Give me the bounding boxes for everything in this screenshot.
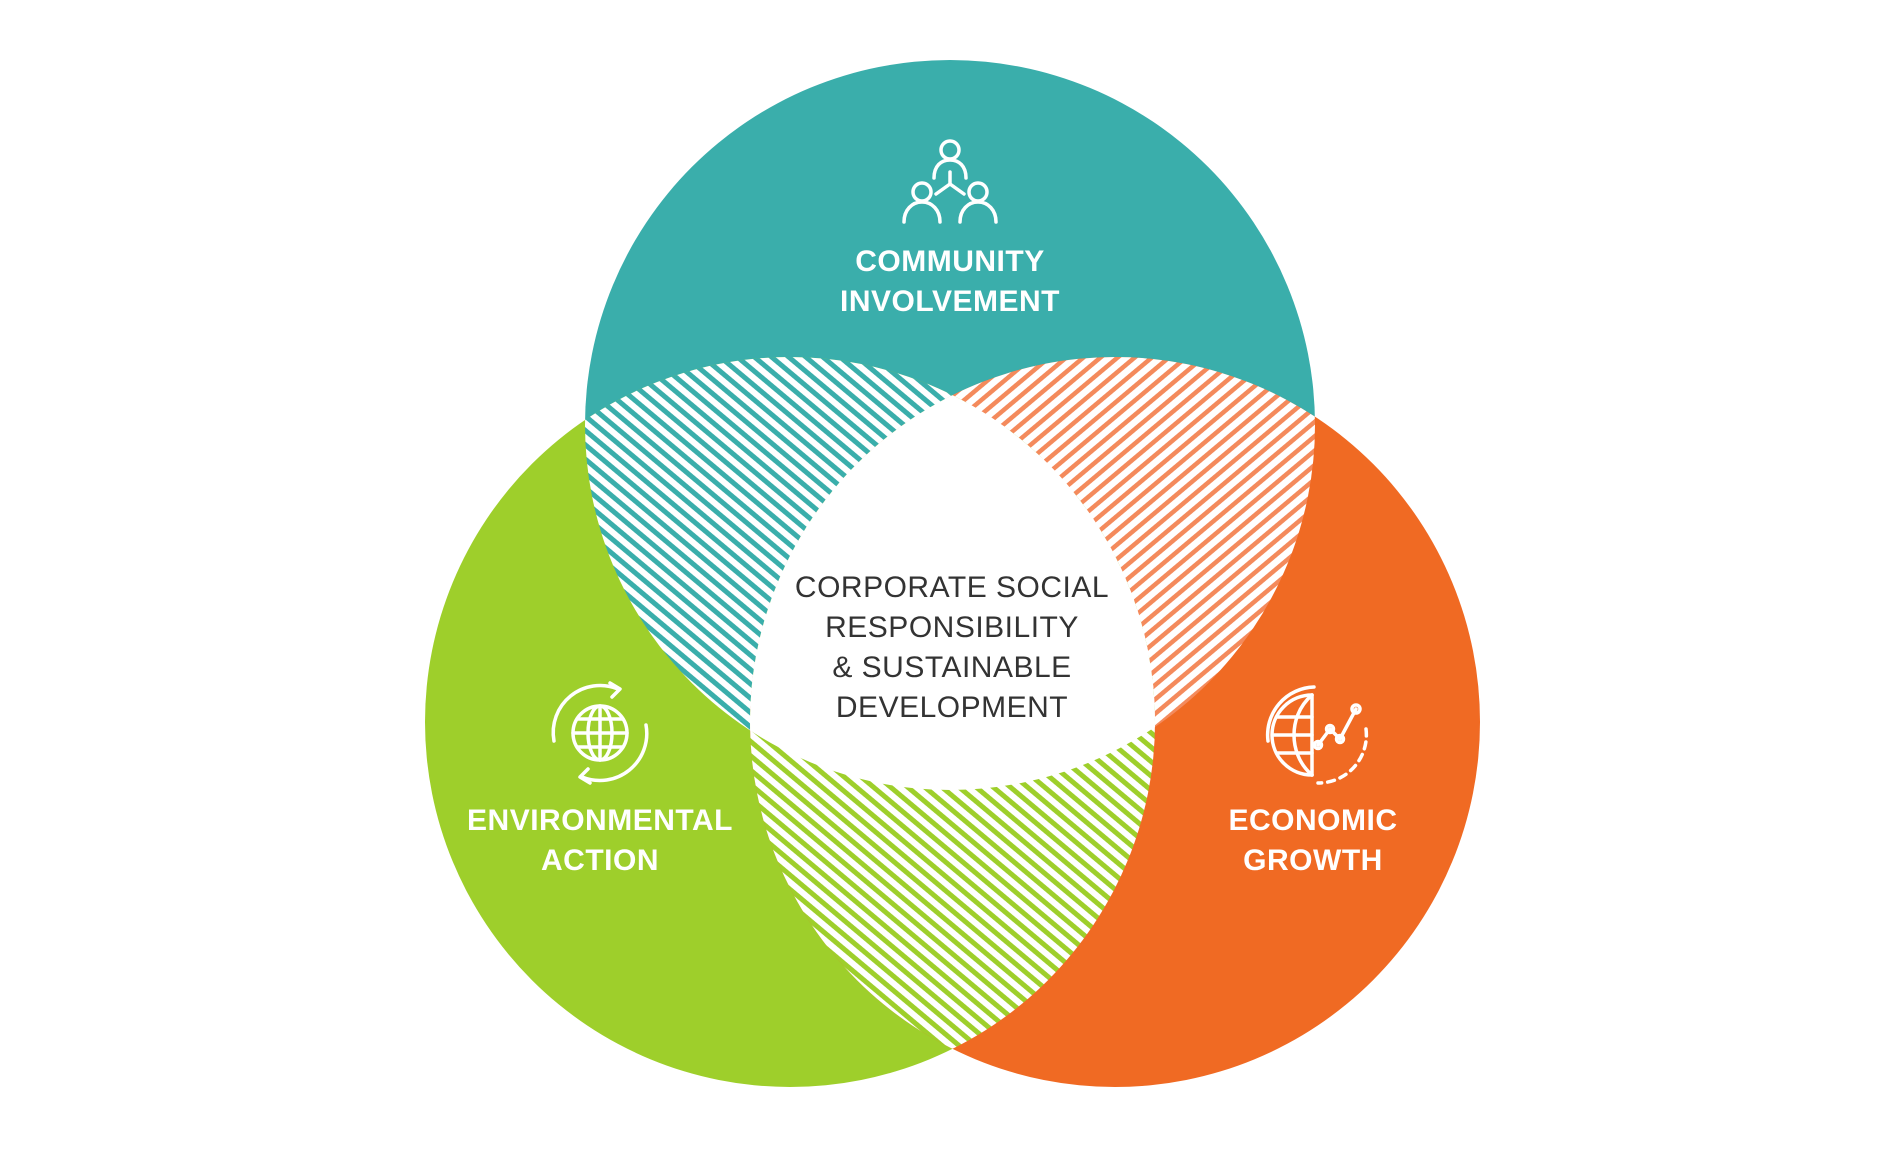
economic-label-line2: GROWTH (1243, 844, 1383, 877)
environmental-label-line2: ACTION (541, 844, 659, 877)
globe-growth-chart-icon (1265, 685, 1369, 785)
center-label-line3: & SUSTAINABLE (832, 651, 1071, 684)
community-label-line2: INVOLVEMENT (840, 285, 1060, 318)
center-label-line4: DEVELOPMENT (836, 691, 1068, 724)
environmental-label-line1: ENVIRONMENTAL (467, 804, 733, 837)
center-overlap (750, 357, 1155, 790)
center-label-line1: CORPORATE SOCIAL (795, 571, 1109, 604)
people-network-icon (902, 139, 998, 224)
center-label-line2: RESPONSIBILITY (825, 611, 1079, 644)
globe-cycle-icon (551, 681, 649, 785)
economic-label-line1: ECONOMIC (1229, 804, 1398, 837)
community-label-line1: COMMUNITY (855, 245, 1044, 278)
